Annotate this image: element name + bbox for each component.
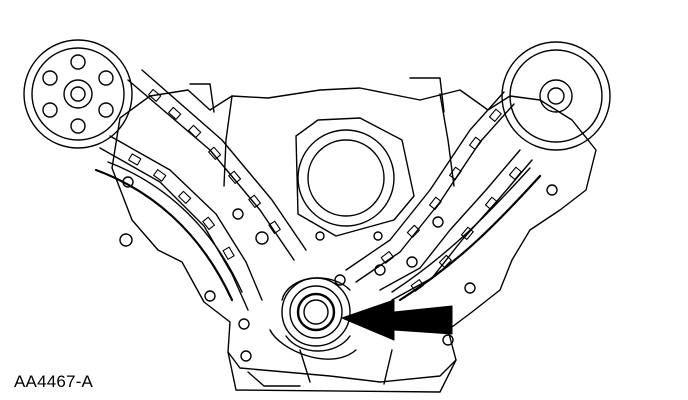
left-cam-sprocket: [23, 39, 133, 149]
chain-guides: [94, 161, 542, 302]
right-cam-sprocket: [501, 41, 611, 151]
chain-links: [128, 88, 522, 292]
figure-id-label: AA4467-A: [14, 372, 94, 391]
right-timing-chain: [345, 91, 533, 301]
center-bore: [295, 117, 415, 237]
crankshaft-sprocket: [269, 277, 357, 360]
bolts: [119, 176, 558, 362]
arrow-icon: [341, 299, 453, 341]
left-timing-chain: [99, 69, 307, 311]
engine-block-outline: [111, 77, 597, 393]
